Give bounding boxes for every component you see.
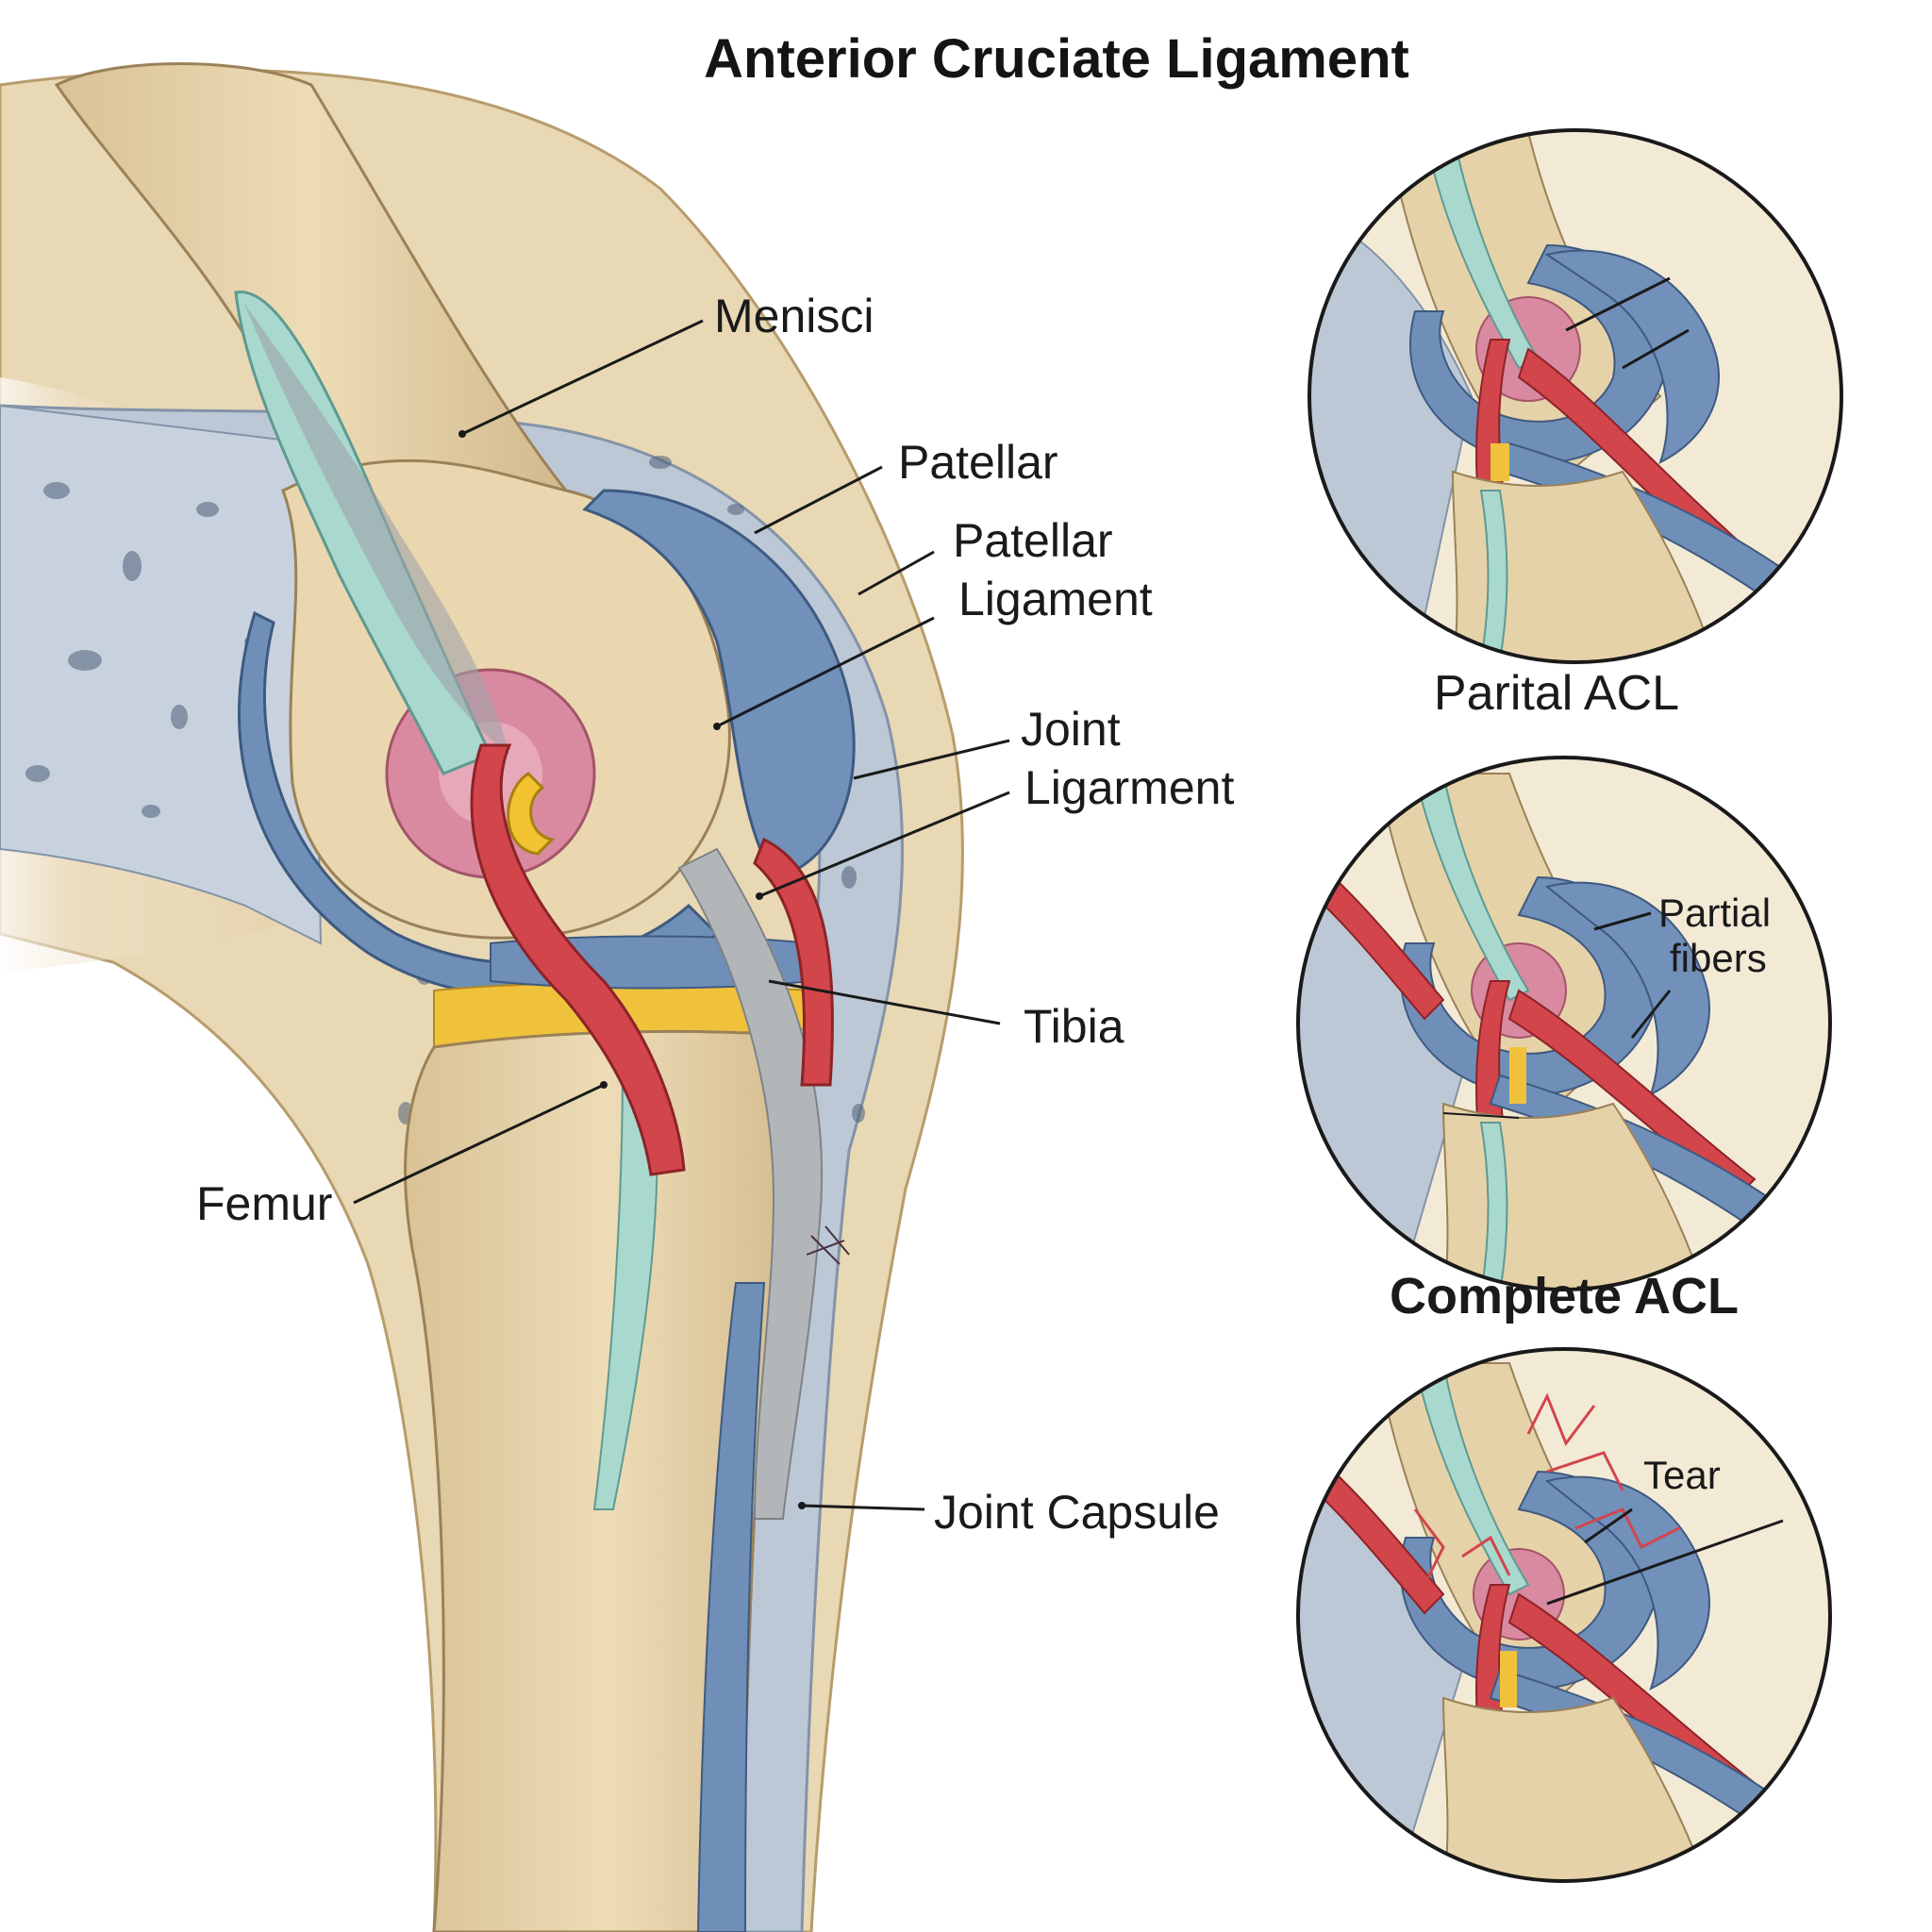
label-patellar: Patellar bbox=[898, 436, 1058, 489]
inset-partial: Partial fibers bbox=[1296, 756, 1832, 1291]
leader-dot-patellar-ligament bbox=[713, 723, 721, 730]
leader-patellar-ligament-2 bbox=[716, 616, 935, 728]
label-menisci: Menisci bbox=[714, 290, 874, 342]
inset-partial-frame bbox=[1296, 756, 1832, 1291]
label-patellar-ligament-line1: Patellar bbox=[953, 514, 1113, 567]
leader-joint-ligament bbox=[758, 791, 1010, 898]
label-joint-ligament-line1: Joint bbox=[1021, 703, 1121, 756]
label-joint-capsule: Joint Capsule bbox=[934, 1486, 1220, 1539]
tear-fibers bbox=[1413, 1392, 1680, 1586]
diagram-title: Anterior Cruciate Ligament bbox=[704, 28, 1409, 90]
quadriceps-tendon-gray bbox=[243, 302, 509, 755]
leader-menisci bbox=[461, 319, 704, 436]
label-tear: Tear bbox=[1643, 1453, 1721, 1497]
leader-dot-femur bbox=[600, 1081, 608, 1089]
label-tibia: Tibia bbox=[1024, 1000, 1124, 1053]
joint-capsule-left bbox=[0, 404, 323, 945]
inset-complete-frame bbox=[1296, 1347, 1832, 1883]
inset-complete-title: Complete ACL bbox=[1390, 1268, 1739, 1324]
suture-marks bbox=[806, 1225, 850, 1265]
tibial-vessel bbox=[696, 1282, 766, 1932]
leader-joint bbox=[853, 739, 1010, 780]
main-knee-illustration bbox=[0, 62, 964, 1932]
inset-partial-title: Parital ACL bbox=[1434, 666, 1679, 721]
leader-dot-joint-capsule bbox=[798, 1502, 806, 1509]
inset-normal-frame bbox=[1307, 128, 1843, 664]
pcl-ligament bbox=[753, 837, 834, 1087]
inset-complete: Tear bbox=[1296, 1347, 1832, 1883]
label-patellar-ligament-line2: Ligament bbox=[958, 573, 1153, 625]
leader-femur bbox=[353, 1083, 605, 1205]
yellow-hook bbox=[507, 772, 556, 856]
leader-patellar-ligament bbox=[858, 550, 935, 596]
inset-normal bbox=[1307, 128, 1843, 664]
leader-tibia bbox=[768, 979, 1001, 1025]
label-partial-fibers-line2: fibers bbox=[1670, 936, 1767, 980]
leader-dot-menisci bbox=[458, 430, 466, 438]
tibial-tendon bbox=[592, 1065, 658, 1510]
leader-dot-joint-ligament bbox=[756, 892, 763, 900]
label-partial-fibers-line1: Partial bbox=[1658, 891, 1771, 935]
leader-patellar bbox=[754, 465, 883, 535]
acl-ligament bbox=[470, 743, 686, 1176]
main-labels: Menisci Patellar Patellar Ligament Joint… bbox=[196, 290, 1234, 1539]
label-femur: Femur bbox=[196, 1177, 332, 1230]
label-joint-ligament-line2: Ligarment bbox=[1024, 761, 1234, 814]
leader-joint-capsule bbox=[801, 1504, 925, 1511]
